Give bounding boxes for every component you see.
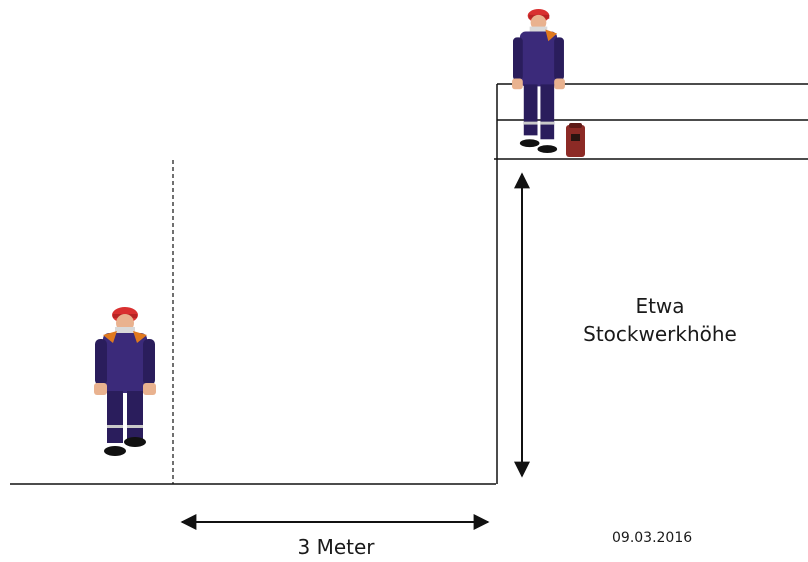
height-label-line2: Stockwerkhöhe	[583, 322, 737, 346]
date-label: 09.03.2016	[612, 530, 693, 546]
height-label: Etwa Stockwerkhöhe	[560, 292, 760, 348]
equipment-bag-icon	[566, 123, 585, 157]
distance-label: 3 Meter	[297, 535, 375, 559]
firefighter-upper-floor-figure	[512, 8, 565, 153]
height-label-line1: Etwa	[635, 294, 685, 318]
firefighter-ground-figure	[94, 307, 156, 456]
